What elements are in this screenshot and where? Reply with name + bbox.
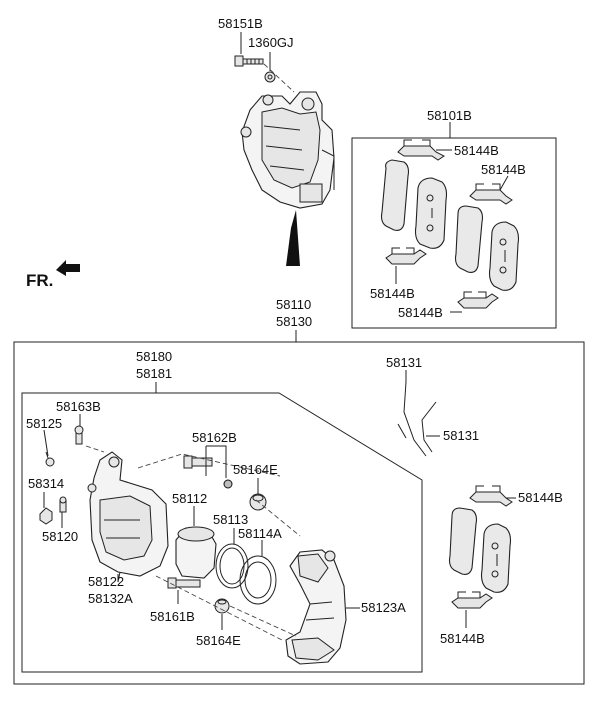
pad-kit-parts bbox=[380, 139, 520, 309]
label-58122: 58122 bbox=[88, 574, 124, 589]
washer-1360GJ bbox=[264, 71, 276, 83]
label-58113: 58113 bbox=[213, 512, 248, 527]
pad-set-right bbox=[448, 485, 513, 609]
bolt-58151B bbox=[234, 55, 264, 67]
assembly-arrow-icon bbox=[286, 210, 300, 266]
cap-58314 bbox=[39, 507, 53, 525]
pad-kit-box bbox=[351, 137, 557, 329]
label-58161B: 58161B bbox=[150, 609, 195, 624]
caliper-subassembly-box bbox=[21, 392, 423, 673]
label-58164E-b: 58164E bbox=[196, 633, 241, 648]
label-58144B-a: 58144B bbox=[454, 143, 499, 158]
dash-line-lower bbox=[155, 575, 297, 641]
label-58144B-f: 58144B bbox=[440, 631, 485, 646]
label-58162B: 58162B bbox=[192, 430, 237, 445]
label-58131-b: 58131 bbox=[443, 428, 479, 443]
bolt-58120 bbox=[59, 496, 67, 513]
label-58151B: 58151B bbox=[218, 16, 263, 31]
label-58132A: 58132A bbox=[88, 591, 133, 606]
carrier-58123A bbox=[285, 549, 347, 665]
dash-line-upper bbox=[85, 445, 301, 537]
caliper-assembly-box bbox=[13, 341, 585, 685]
caliper-assembly-top bbox=[240, 91, 335, 209]
label-58314: 58314 bbox=[28, 476, 64, 491]
label-58120: 58120 bbox=[42, 529, 78, 544]
label-58180: 58180 bbox=[136, 349, 172, 364]
label-58131-a: 58131 bbox=[386, 355, 422, 370]
label-58114A: 58114A bbox=[238, 526, 282, 541]
guide-pin-58162B bbox=[183, 455, 233, 489]
bolt-58163B bbox=[74, 425, 84, 445]
leader-58125 bbox=[43, 429, 49, 457]
label-58123A: 58123A bbox=[361, 600, 406, 615]
label-58125: 58125 bbox=[26, 416, 62, 431]
label-58112: 58112 bbox=[172, 491, 207, 506]
leader-58162B bbox=[205, 445, 227, 478]
dash-bolt-to-caliper bbox=[263, 63, 295, 93]
label-58130: 58130 bbox=[276, 314, 312, 329]
label-58163B: 58163B bbox=[56, 399, 101, 414]
label-58144B-e: 58144B bbox=[518, 490, 563, 505]
label-58144B-b: 58144B bbox=[481, 162, 526, 177]
leader-58144B-b bbox=[499, 175, 509, 191]
label-58144B-c: 58144B bbox=[370, 286, 415, 301]
boot-58114A bbox=[239, 555, 277, 605]
label-58144B-d: 58144B bbox=[398, 305, 443, 320]
fr-label: FR. bbox=[26, 271, 53, 290]
label-58101B: 58101B bbox=[427, 108, 472, 123]
bleeder-58125 bbox=[45, 451, 55, 467]
caliper-body bbox=[87, 451, 169, 583]
guide-pin-58161B bbox=[167, 577, 201, 589]
label-58181: 58181 bbox=[136, 366, 172, 381]
seal-58113 bbox=[215, 543, 249, 589]
guide-springs-58131 bbox=[397, 381, 437, 457]
boot-58164E-b bbox=[214, 598, 230, 614]
label-1360GJ: 1360GJ bbox=[248, 35, 294, 50]
piston-58112 bbox=[175, 526, 217, 579]
label-58164E-a: 58164E bbox=[233, 462, 278, 477]
label-58110: 58110 bbox=[276, 297, 311, 312]
fr-arrow-icon bbox=[56, 260, 80, 276]
